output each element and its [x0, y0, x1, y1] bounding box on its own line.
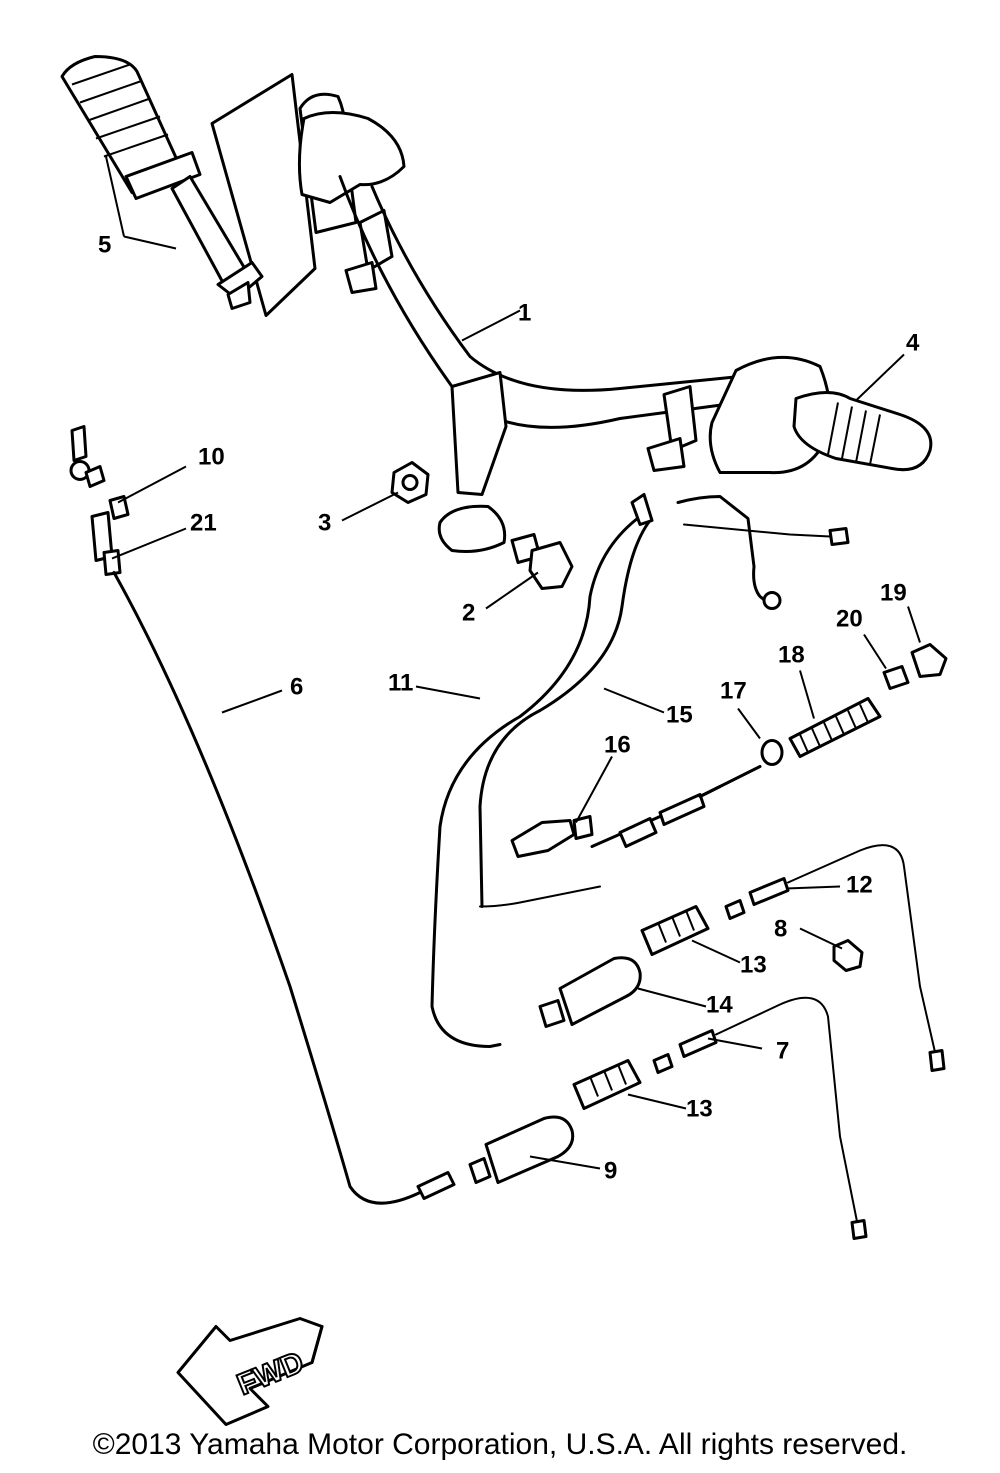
right-grip	[792, 391, 933, 472]
callout-17: 17	[720, 678, 747, 705]
callout-11: 11	[388, 670, 413, 697]
throttle-cable	[112, 571, 452, 1205]
callout-16: 16	[604, 732, 631, 759]
callout-6: 6	[290, 674, 303, 701]
callout-1: 1	[518, 300, 531, 327]
cable-11	[430, 515, 642, 1049]
callout-4: 4	[906, 330, 920, 357]
callout-18: 18	[778, 642, 805, 669]
callout-13-lower: 13	[686, 1096, 713, 1123]
callout-14: 14	[706, 992, 733, 1019]
fwd-arrow: FWD	[176, 1317, 324, 1426]
spring-rod	[590, 765, 762, 848]
bolt	[510, 533, 574, 590]
callout-21: 21	[190, 510, 217, 537]
handlebar	[297, 92, 832, 553]
cable-12	[724, 844, 946, 1072]
grip-sleeve	[538, 956, 642, 1028]
callout-20: 20	[836, 606, 863, 633]
callout-9: 9	[604, 1158, 617, 1185]
cable-15	[478, 519, 652, 908]
copyright-notice: ©2013 Yamaha Motor Corporation, U.S.A. A…	[92, 1428, 908, 1461]
adjuster-lower	[572, 1059, 642, 1110]
callout-13-upper: 13	[740, 952, 767, 979]
nut	[390, 461, 430, 504]
small-bolt	[832, 939, 864, 972]
end-cap	[910, 643, 948, 678]
washer	[760, 739, 784, 766]
brake-lever	[630, 493, 850, 610]
cable-7	[652, 996, 868, 1240]
callout-5: 5	[98, 232, 111, 259]
left-grip	[60, 55, 317, 317]
callout-8: 8	[774, 916, 787, 943]
throttle-sleeve	[468, 1115, 575, 1184]
leader-lines	[105, 156, 921, 1170]
callout-7: 7	[776, 1038, 789, 1065]
collar	[882, 665, 910, 690]
callout-labels: 1 2 3 4 5 6 7 8 9 10 11 12 13 13 14 15 1…	[98, 232, 920, 1185]
callout-10: 10	[198, 444, 225, 471]
callout-15: 15	[666, 702, 693, 729]
callout-3: 3	[318, 510, 331, 537]
cable-end-upper	[69, 425, 130, 576]
adjuster-upper	[640, 905, 710, 956]
spring	[788, 697, 882, 758]
switch	[510, 815, 594, 858]
callout-12: 12	[846, 872, 873, 899]
callout-2: 2	[462, 600, 475, 627]
callout-19: 19	[880, 580, 907, 607]
